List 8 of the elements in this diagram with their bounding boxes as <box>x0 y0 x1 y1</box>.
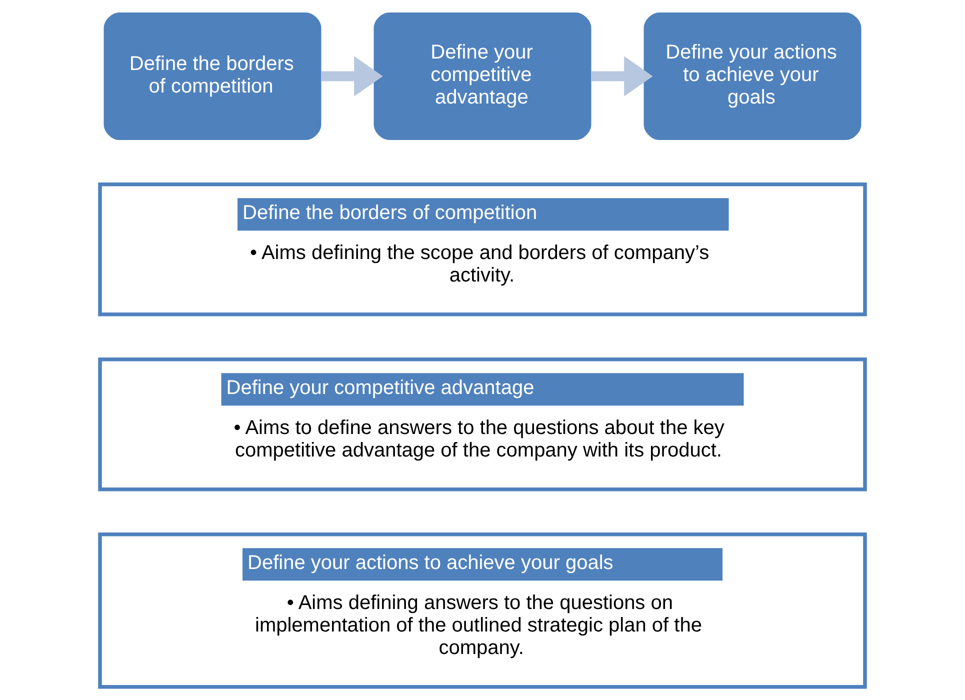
arrow <box>321 56 383 96</box>
node-box: Define the borders of competition • Aims defining the scope and borders of company’s activity. <box>98 182 867 316</box>
node-box: Define your actions to achieve your goals <box>644 12 862 140</box>
node-box: Define the borders of competition <box>104 12 322 140</box>
node-box: Define your competitive advantage • Aims to define answers to the questions about the key competitive advantage of the company with its product. <box>98 358 867 492</box>
node-box: Define your actions to achieve your goals • Aims defining answers to the questions on implementation of the outlined strategic plan of the company. <box>98 532 867 689</box>
node-box: Define your competitive advantage <box>374 12 592 140</box>
arrow <box>591 56 653 96</box>
